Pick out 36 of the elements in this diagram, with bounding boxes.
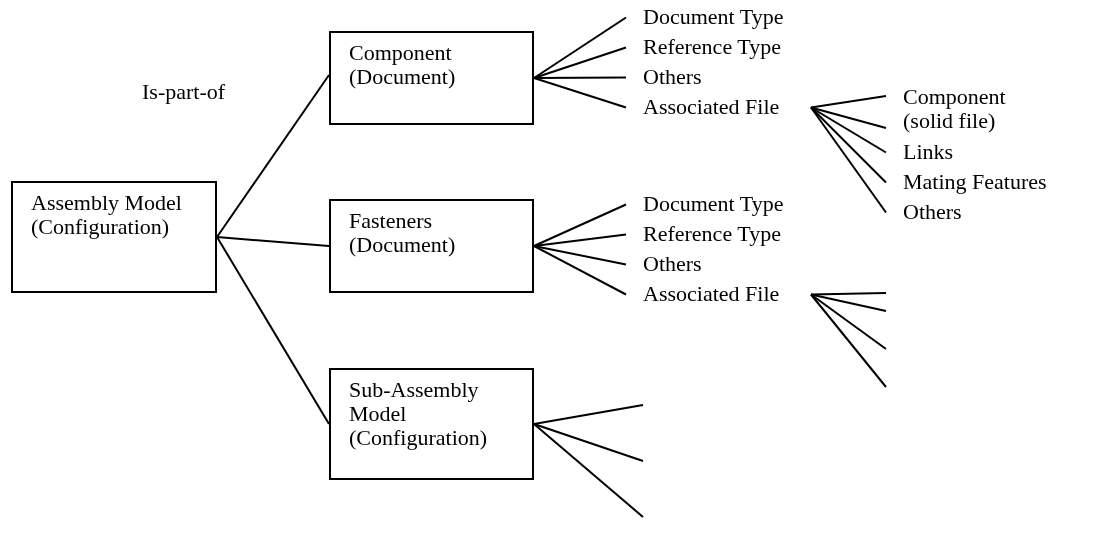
connector-line: [533, 77, 627, 109]
attribute-label: Associated File: [626, 281, 811, 308]
connector-line: [533, 16, 627, 79]
connector-line: [810, 106, 887, 129]
connector-line: [810, 292, 887, 296]
connector-line: [810, 95, 887, 109]
connector-line: [216, 74, 330, 238]
attribute-label: Others: [886, 199, 1071, 226]
connector-line: [216, 236, 330, 247]
attribute-label: Component (solid file): [886, 84, 1036, 136]
attribute-label: Mating Features: [886, 169, 1071, 196]
concept-box: Assembly Model (Configuration): [11, 181, 217, 293]
connector-line: [810, 106, 887, 214]
connector-line: [533, 203, 627, 247]
connector-line: [810, 293, 887, 388]
connector-line: [533, 245, 627, 296]
connector-line: [216, 236, 330, 425]
attribute-label: Others: [626, 251, 811, 278]
concept-box: Component (Document): [329, 31, 534, 125]
connector-line: [533, 245, 627, 266]
concept-box: Sub-Assembly Model (Configuration): [329, 368, 534, 480]
connector-line: [533, 404, 644, 425]
connector-line: [533, 423, 644, 518]
attribute-label: Document Type: [626, 4, 811, 31]
attribute-label: Document Type: [626, 191, 811, 218]
concept-box: Fasteners (Document): [329, 199, 534, 293]
attribute-label: Reference Type: [626, 221, 811, 248]
relation-label: Is-part-of: [142, 80, 226, 104]
connector-line: [810, 293, 887, 350]
connector-line: [810, 106, 887, 154]
connector-line: [533, 423, 644, 462]
attribute-label: Links: [886, 139, 1071, 166]
attribute-label: Others: [626, 64, 811, 91]
attribute-label: Associated File: [626, 94, 811, 121]
attribute-label: Reference Type: [626, 34, 811, 61]
connector-line: [810, 293, 887, 312]
